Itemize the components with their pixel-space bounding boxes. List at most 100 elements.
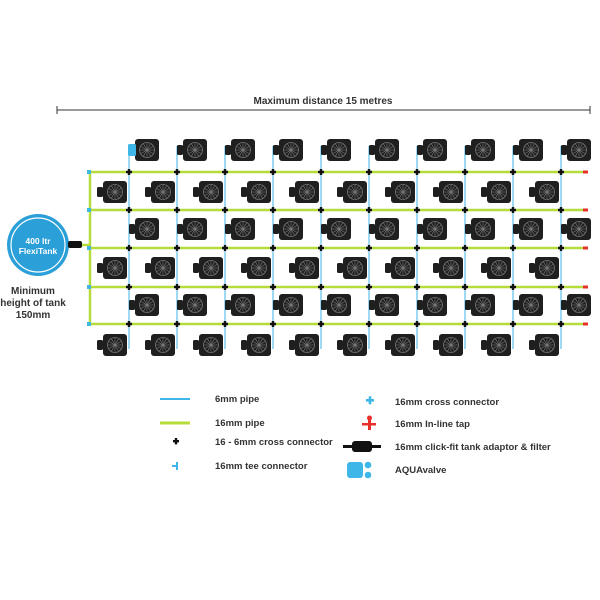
pot-lid-vent bbox=[351, 261, 355, 267]
pot-lid-center bbox=[385, 148, 389, 152]
pot-lid-vent bbox=[239, 306, 243, 312]
legend-label-adaptor: 16mm click-fit tank adaptor & filter bbox=[395, 442, 551, 453]
pot-lid-vent bbox=[396, 188, 402, 192]
pot-lid-center bbox=[481, 148, 485, 152]
pot-lid-vent bbox=[527, 151, 531, 157]
pot-lid-ring bbox=[187, 142, 203, 158]
pot-lid-vent bbox=[156, 345, 162, 349]
pot-lid-vent bbox=[140, 229, 146, 233]
pot-lid-center bbox=[113, 266, 117, 270]
pot-lid-ring bbox=[475, 297, 491, 313]
pot-lid-vent bbox=[524, 146, 530, 150]
pot-lid-vent bbox=[291, 222, 295, 228]
inline-tap bbox=[583, 208, 588, 212]
legend-label-pipe16: 16mm pipe bbox=[215, 418, 265, 429]
pot bbox=[289, 334, 319, 356]
pot-lid-center bbox=[433, 148, 437, 152]
pot-lid-ring bbox=[491, 337, 507, 353]
pot-valve-box bbox=[321, 300, 327, 310]
pot bbox=[241, 257, 271, 279]
pot-lid-vent bbox=[451, 338, 455, 344]
pot-lid-vent bbox=[404, 192, 410, 196]
pot-lid-vent bbox=[204, 345, 210, 349]
pot-lid-vent bbox=[159, 269, 163, 275]
pot-valve-box bbox=[145, 187, 151, 197]
pot-lid-vent bbox=[476, 150, 482, 154]
pot-lid-vent bbox=[340, 150, 346, 154]
pot-lid-vent bbox=[195, 230, 199, 236]
pot-lid-vent bbox=[260, 341, 266, 345]
pot-lid-vent bbox=[212, 341, 218, 345]
pot-lid-vent bbox=[484, 150, 490, 154]
pot-lid-vent bbox=[244, 146, 250, 150]
pot-lid-ring bbox=[427, 297, 443, 313]
pot-lid-vent bbox=[159, 185, 163, 191]
pot-lid-ring bbox=[235, 142, 251, 158]
aquavalve bbox=[128, 144, 136, 156]
pot-lid-vent bbox=[351, 269, 355, 275]
pot-lid-vent bbox=[116, 345, 122, 349]
pot-valve-box bbox=[529, 263, 535, 273]
pot-lid-vent bbox=[355, 261, 359, 267]
pot-lid-vent bbox=[399, 261, 403, 267]
pot-lid-vent bbox=[111, 338, 115, 344]
pot-lid-vent bbox=[195, 143, 199, 149]
pot-lid-vent bbox=[191, 298, 195, 304]
pot-lid-vent bbox=[108, 188, 114, 192]
pot-lid-vent bbox=[444, 345, 450, 349]
pot-lid-vent bbox=[495, 261, 499, 267]
cross-connector bbox=[367, 245, 371, 251]
pot-lid-vent bbox=[580, 229, 586, 233]
pot-lid-vent bbox=[212, 264, 218, 268]
pot-lid-center bbox=[529, 303, 533, 307]
pot-valve-box bbox=[433, 187, 439, 197]
pot-lid-vent bbox=[140, 225, 146, 229]
pot-valve-box bbox=[289, 187, 295, 197]
pot-lid-ring bbox=[251, 184, 267, 200]
pot-valve-box bbox=[433, 340, 439, 350]
pot-lid-vent bbox=[148, 305, 154, 309]
pot-lid-vent bbox=[143, 306, 147, 312]
pot-lid-center bbox=[481, 303, 485, 307]
pot-lid-vent bbox=[111, 269, 115, 275]
pot-lid-vent bbox=[527, 230, 531, 236]
pot-lid-vent bbox=[572, 225, 578, 229]
pot-valve-box bbox=[145, 263, 151, 273]
pot-lid-vent bbox=[499, 346, 503, 352]
pot-lid-ring bbox=[491, 260, 507, 276]
cross-connector bbox=[223, 321, 227, 327]
pot-lid-vent bbox=[532, 229, 538, 233]
pot-lid-center bbox=[337, 227, 341, 231]
pot-lid-vent bbox=[572, 229, 578, 233]
pot-lid-vent bbox=[308, 268, 314, 272]
pot-lid-vent bbox=[500, 192, 506, 196]
pot-lid-vent bbox=[431, 143, 435, 149]
pot-lid-center bbox=[529, 227, 533, 231]
pot-lid-vent bbox=[351, 338, 355, 344]
pot bbox=[561, 294, 591, 316]
pot-lid-vent bbox=[479, 151, 483, 157]
pot-lid-vent bbox=[527, 298, 531, 304]
pot-lid-vent bbox=[348, 264, 354, 268]
pot-lid-ring bbox=[331, 297, 347, 313]
pot-lid-center bbox=[289, 148, 293, 152]
pot-lid-vent bbox=[524, 150, 530, 154]
cross-connector bbox=[415, 169, 419, 175]
pot bbox=[129, 218, 159, 240]
legend-label-cross16mm: 16mm cross connector bbox=[395, 397, 499, 408]
cross-connector bbox=[223, 284, 227, 290]
pot bbox=[433, 257, 463, 279]
inline-tap bbox=[583, 246, 588, 250]
pot bbox=[513, 139, 543, 161]
cross-connector bbox=[367, 284, 371, 290]
pot-valve-box bbox=[273, 145, 279, 155]
pot-lid-vent bbox=[191, 151, 195, 157]
pot-lid-vent bbox=[540, 341, 546, 345]
pot-valve-box bbox=[177, 145, 183, 155]
pot-lid-vent bbox=[163, 338, 167, 344]
pot bbox=[241, 181, 271, 203]
cross-connector bbox=[511, 245, 515, 251]
cross-connector bbox=[559, 321, 563, 327]
cross-connector bbox=[511, 169, 515, 175]
pot-lid-vent bbox=[540, 192, 546, 196]
